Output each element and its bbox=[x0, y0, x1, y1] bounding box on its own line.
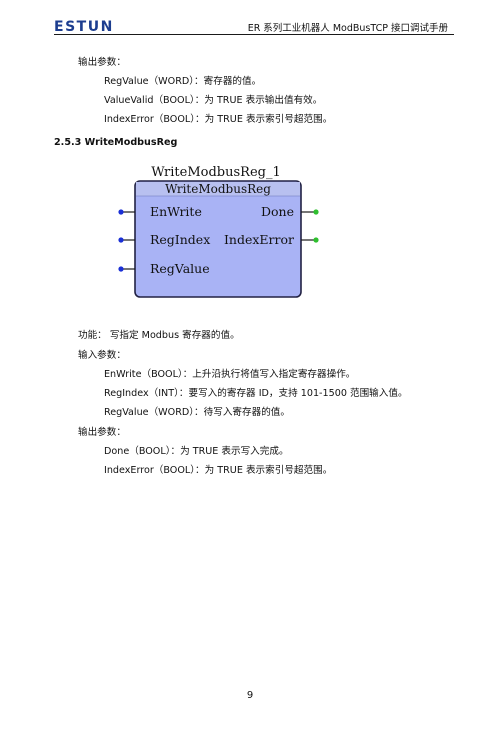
fb-type-name: WriteModbusReg bbox=[165, 182, 271, 196]
input-label-regvalue: RegValue bbox=[150, 261, 210, 276]
input-params-heading: 输入参数： bbox=[78, 350, 126, 361]
header-title: ER 系列工业机器人 ModBusTCP 接口调试手册 bbox=[247, 23, 448, 34]
param-item: IndexError（BOOL）：为 TRUE 表示索引号超范围。 bbox=[104, 465, 333, 476]
estun-logo: ESTUN bbox=[54, 19, 114, 35]
param-item: RegValue（WORD）：寄存器的值。 bbox=[104, 76, 262, 87]
param-item: IndexError（BOOL）：为 TRUE 表示索引号超范围。 bbox=[104, 114, 333, 125]
output-label-done: Done bbox=[261, 204, 294, 219]
function-block-diagram: WriteModbusReg_1 WriteModbusReg EnWrite … bbox=[118, 165, 319, 298]
output-params-heading-2: 输出参数： bbox=[78, 427, 126, 438]
input-pin-icon[interactable] bbox=[118, 237, 124, 243]
page-number: 9 bbox=[246, 690, 254, 701]
param-item: RegIndex（INT）：要写入的寄存器 ID，支持 101-1500 范围输… bbox=[104, 388, 408, 399]
header-rule bbox=[54, 34, 454, 36]
input-label-regindex: RegIndex bbox=[150, 232, 210, 247]
param-item: ValueValid（BOOL）：为 TRUE 表示输出值有效。 bbox=[104, 95, 323, 106]
input-pin-icon[interactable] bbox=[118, 266, 124, 272]
param-item: Done（BOOL）：为 TRUE 表示写入完成。 bbox=[104, 446, 289, 457]
fb-instance-name: WriteModbusReg_1 bbox=[151, 165, 280, 180]
output-params-heading: 输出参数： bbox=[78, 57, 126, 68]
output-pin-icon[interactable] bbox=[313, 237, 319, 243]
input-pin-icon[interactable] bbox=[118, 209, 124, 215]
output-label-indexerror: IndexError bbox=[224, 232, 294, 247]
function-line: 功能： 写指定 Modbus 寄存器的值。 bbox=[78, 330, 240, 341]
section-title: 2.5.3 WriteModbusReg bbox=[54, 137, 178, 148]
fb-body bbox=[134, 180, 302, 298]
input-label-enwrite: EnWrite bbox=[150, 204, 202, 219]
output-pin-icon[interactable] bbox=[313, 209, 319, 215]
fb-header-band bbox=[136, 182, 300, 196]
param-item: RegValue（WORD）：待写入寄存器的值。 bbox=[104, 407, 290, 418]
param-item: EnWrite（BOOL）：上升沿执行将值写入指定寄存器操作。 bbox=[104, 369, 356, 380]
